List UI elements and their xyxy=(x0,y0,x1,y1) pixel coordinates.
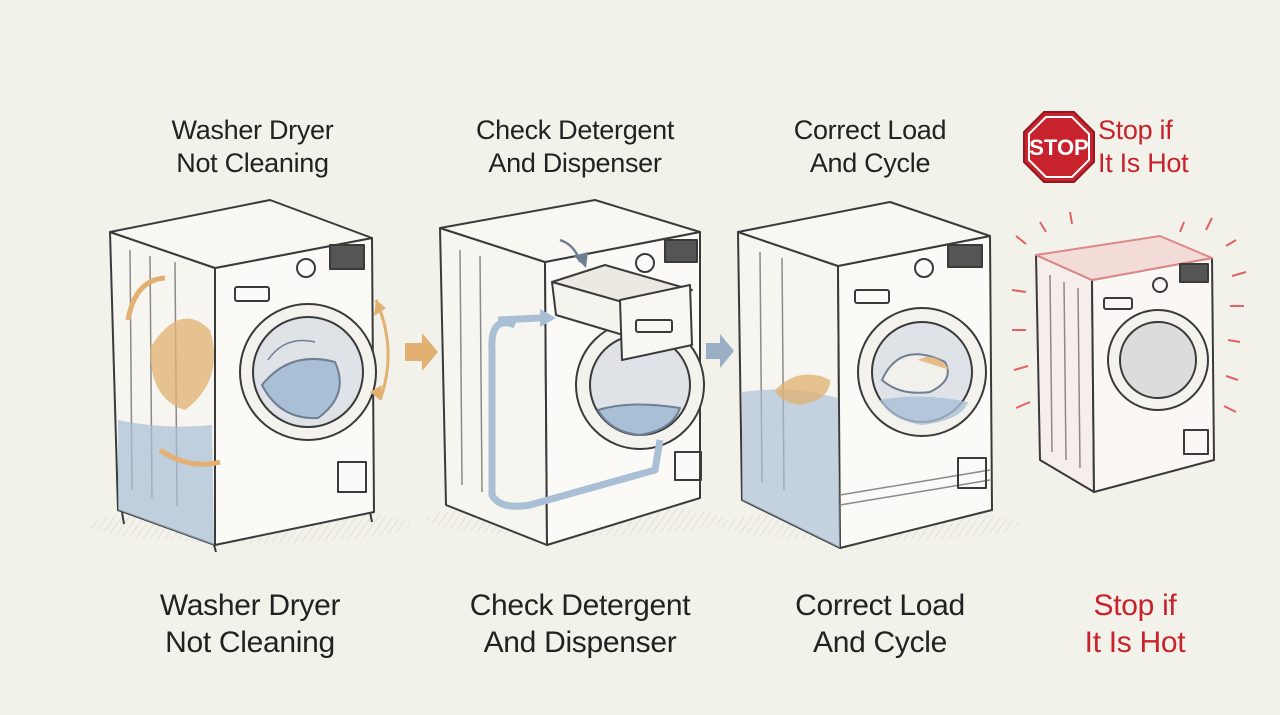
step3-title: Correct Load And Cycle xyxy=(793,115,947,178)
washing-machine-icon-1 xyxy=(90,199,410,553)
step1-title: Washer Dryer Not Cleaning xyxy=(171,115,334,178)
heat-lines-icon xyxy=(1011,211,1247,413)
washing-machine-icon-2 xyxy=(425,199,725,546)
step3-caption: Correct Load And Cycle xyxy=(795,589,965,659)
step2-caption: Check Detergent And Dispenser xyxy=(469,589,691,659)
arrow-right-icon-2 xyxy=(706,334,734,368)
step2-title: Check Detergent And Dispenser xyxy=(475,115,675,178)
washing-machine-icon-3 xyxy=(720,201,1020,549)
arrow-right-icon-1 xyxy=(405,333,438,371)
step4-title: Stop if It Is Hot xyxy=(1098,115,1189,178)
stop-sign-text: STOP xyxy=(1029,135,1089,160)
stop-sign-icon: STOP xyxy=(1023,111,1095,183)
step1-caption: Washer Dryer Not Cleaning xyxy=(159,589,341,659)
washing-machine-icon-4 xyxy=(1011,211,1247,493)
step4-caption: Stop if It Is Hot xyxy=(1084,589,1186,659)
